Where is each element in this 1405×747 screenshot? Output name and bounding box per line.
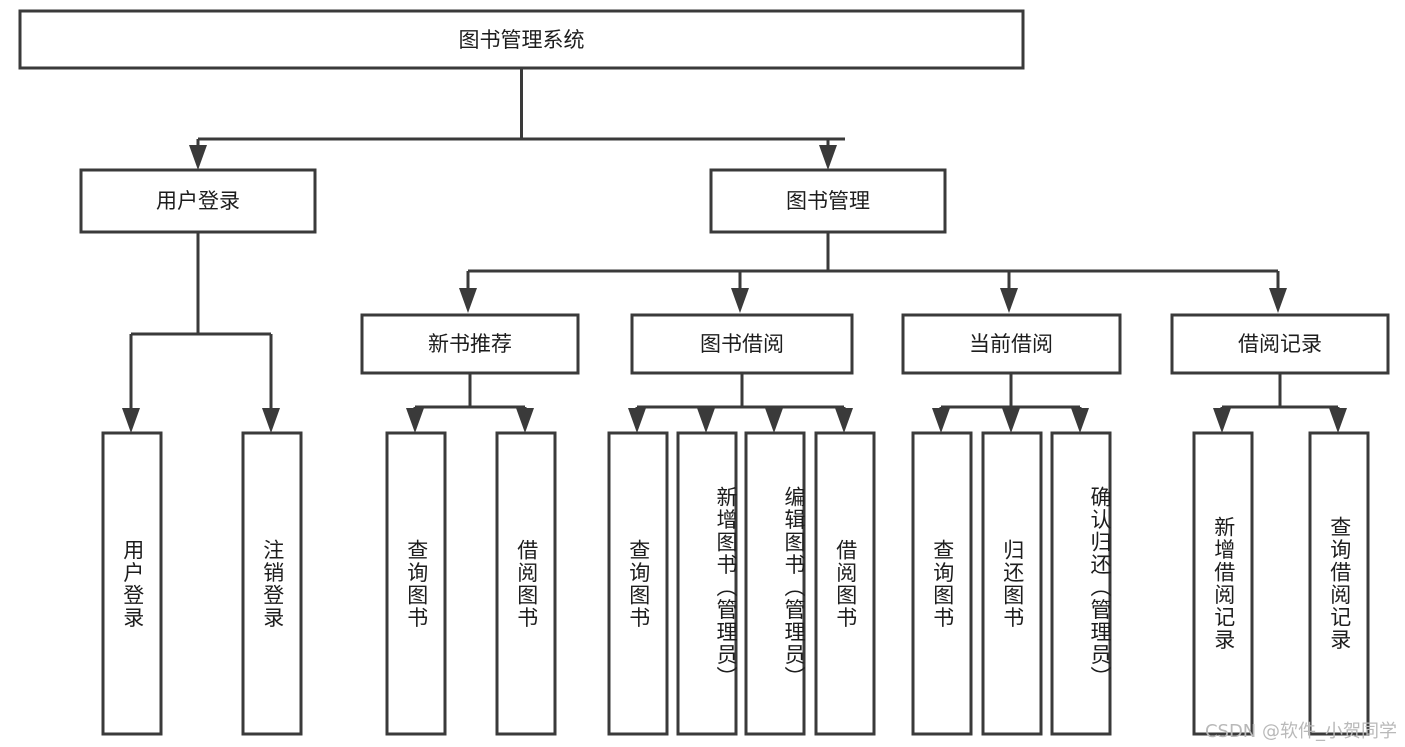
node-current-borrow[interactable]: 当前借阅 — [901, 313, 1122, 375]
arrow-borrow-leaf-4 — [835, 408, 853, 433]
arrow-root-to-book-manage — [819, 145, 837, 170]
connector-group-borrow-records — [1213, 373, 1347, 433]
arrow-book-to-records — [1269, 288, 1287, 313]
arrow-borrow-leaf-3 — [765, 408, 783, 433]
leaf-box-current-2[interactable] — [981, 431, 1043, 736]
connector-group-root — [189, 68, 845, 170]
arrow-book-to-borrow — [731, 288, 749, 313]
arrow-records-leaf-2 — [1329, 408, 1347, 433]
arrow-borrow-leaf-2 — [697, 408, 715, 433]
leaf-box-borrow-2[interactable] — [676, 431, 738, 736]
node-current-borrow-box[interactable] — [901, 313, 1122, 375]
leaf-box-recommend-2[interactable] — [495, 431, 557, 736]
arrow-current-leaf-1 — [932, 408, 950, 433]
node-book-manage-box[interactable] — [709, 168, 947, 234]
leaf-box-records-1[interactable] — [1192, 431, 1254, 736]
node-book-borrow-label: 图书借阅 — [700, 332, 784, 356]
node-user-login-box[interactable] — [79, 168, 317, 234]
arrow-recommend-leaf-1 — [406, 408, 424, 433]
node-book-borrow[interactable]: 图书借阅 — [630, 313, 854, 375]
leaf-box-borrow-4[interactable] — [814, 431, 876, 736]
node-user-login[interactable]: 用户登录 — [79, 168, 317, 234]
node-new-book-recommend[interactable]: 新书推荐 — [360, 313, 580, 375]
leaf-box-recommend-1[interactable] — [385, 431, 447, 736]
arrow-book-to-recommend — [459, 288, 477, 313]
connector-group-book-manage — [459, 232, 1287, 313]
leaf-box-borrow-3[interactable] — [744, 431, 806, 736]
arrow-user-leaf-2 — [262, 408, 280, 433]
leaf-box-user-login-1[interactable] — [101, 431, 163, 736]
arrow-borrow-leaf-1 — [628, 408, 646, 433]
node-user-login-label: 用户登录 — [156, 189, 240, 213]
node-borrow-records-label: 借阅记录 — [1238, 332, 1322, 356]
connector-group-current-borrow — [932, 373, 1089, 433]
arrow-current-leaf-3 — [1071, 408, 1089, 433]
arrow-root-to-user-login — [189, 145, 207, 170]
leaf-box-user-login-2[interactable] — [241, 431, 303, 736]
node-book-borrow-box[interactable] — [630, 313, 854, 375]
node-new-book-recommend-label: 新书推荐 — [428, 332, 512, 356]
connector-group-user-login — [122, 232, 280, 433]
node-root-box[interactable] — [18, 9, 1025, 70]
connector-group-book-borrow — [628, 373, 853, 433]
node-book-manage[interactable]: 图书管理 — [709, 168, 947, 234]
arrow-current-leaf-2 — [1002, 408, 1020, 433]
leaf-box-records-2[interactable] — [1308, 431, 1370, 736]
node-new-book-recommend-box[interactable] — [360, 313, 580, 375]
arrow-user-leaf-1 — [122, 408, 140, 433]
arrow-recommend-leaf-2 — [516, 408, 534, 433]
node-borrow-records[interactable]: 借阅记录 — [1170, 313, 1390, 375]
leaf-box-current-1[interactable] — [911, 431, 973, 736]
leaf-box-borrow-1[interactable] — [607, 431, 669, 736]
arrow-book-to-current — [1000, 288, 1018, 313]
connector-group-new-book-recommend — [406, 373, 534, 433]
arrow-records-leaf-1 — [1213, 408, 1231, 433]
node-root[interactable]: 图书管理系统 — [18, 9, 1025, 70]
csdn-watermark: CSDN @软件_小贺同学 — [1204, 721, 1397, 742]
node-root-label: 图书管理系统 — [459, 28, 585, 52]
node-borrow-records-box[interactable] — [1170, 313, 1390, 375]
leaf-box-current-3[interactable] — [1050, 431, 1112, 736]
node-current-borrow-label: 当前借阅 — [969, 332, 1053, 356]
node-book-manage-label: 图书管理 — [786, 189, 870, 213]
